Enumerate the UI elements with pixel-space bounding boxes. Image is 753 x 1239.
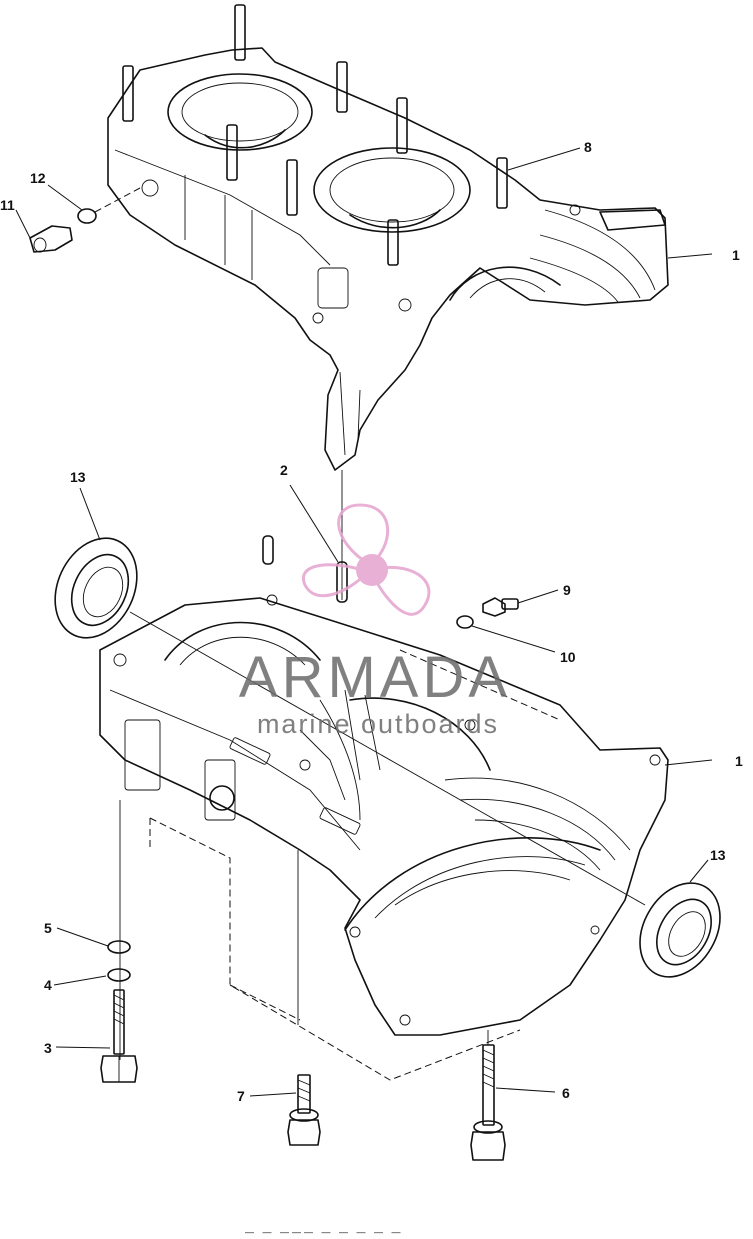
callouts: 1 1 2 3 4 5 6 7 8 9 10 11 12 13 13	[0, 139, 743, 1104]
bolt-3	[100, 940, 138, 1083]
bolt-6	[470, 1044, 506, 1161]
assembly-guides	[119, 649, 561, 1081]
callout-8: 8	[584, 139, 592, 155]
callout-13-left: 13	[70, 469, 86, 485]
callout-1-lower: 1	[735, 753, 743, 769]
callout-6: 6	[562, 1085, 570, 1101]
upper-crankcase	[107, 4, 669, 471]
watermark-tagline: marine outboards	[257, 709, 499, 739]
propeller-logo-icon	[301, 503, 431, 616]
footer-text: — — ——— — — — — —	[245, 1227, 404, 1237]
bolt-7	[287, 1074, 321, 1146]
callout-11: 11	[0, 197, 15, 213]
callout-9: 9	[563, 582, 571, 598]
upper-studs	[122, 4, 508, 266]
crank-axis-line	[129, 611, 646, 906]
oil-seal-right	[639, 882, 721, 978]
callout-10: 10	[560, 649, 576, 665]
callout-7: 7	[237, 1088, 245, 1104]
callout-5: 5	[44, 920, 52, 936]
callout-2: 2	[280, 462, 288, 478]
bolt-9-washer-10	[456, 597, 519, 629]
callout-4: 4	[44, 977, 52, 993]
drain-fitting	[29, 187, 141, 253]
callout-12: 12	[30, 170, 46, 186]
armada-watermark: ARMADA marine outboards	[239, 503, 511, 739]
watermark-brand: ARMADA	[239, 645, 511, 710]
callout-1-upper: 1	[732, 247, 740, 263]
oil-seal-left	[54, 537, 138, 639]
lower-crankcase	[99, 594, 669, 1036]
callout-3: 3	[44, 1040, 52, 1056]
callout-13-right: 13	[710, 847, 726, 863]
